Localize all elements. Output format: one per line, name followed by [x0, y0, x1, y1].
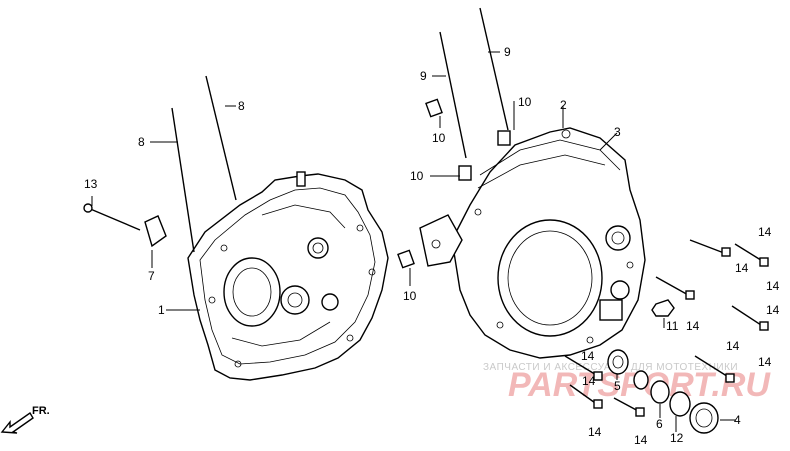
front-direction-indicator: FR. — [0, 405, 50, 434]
callout-14-c: 14 — [766, 279, 780, 293]
callout-14-i: 14 — [582, 374, 596, 388]
callout-14-k: 14 — [634, 433, 648, 447]
callout-labels: 1 2 3 4 5 6 7 8 8 9 9 10 10 10 11 12 13 … — [84, 45, 780, 447]
nut-11 — [651, 299, 675, 317]
dowel-pins — [397, 98, 511, 269]
stud-8-right — [205, 75, 237, 201]
callout-11: 11 — [666, 319, 679, 333]
callout-8-left: 8 — [138, 135, 145, 149]
callout-14-b: 14 — [735, 261, 749, 275]
callout-14-g: 14 — [758, 355, 772, 369]
stud-9-left — [439, 31, 467, 159]
callout-1: 1 — [158, 303, 165, 317]
dowel-pin-b — [497, 130, 511, 146]
callout-10-mid: 10 — [432, 131, 446, 145]
callout-14-e: 14 — [766, 303, 780, 317]
filter-assembly — [607, 299, 719, 434]
callout-9-left: 9 — [420, 69, 427, 83]
callout-14-d: 14 — [686, 319, 700, 333]
fr-label: FR. — [32, 405, 50, 417]
filter-screen-5 — [607, 349, 629, 375]
dowel-pin-a — [425, 98, 443, 118]
callout-14-a: 14 — [758, 225, 772, 239]
flange-bolts — [564, 239, 769, 417]
callout-7: 7 — [148, 269, 155, 283]
callout-14-f: 14 — [726, 339, 740, 353]
callout-14-j: 14 — [588, 425, 602, 439]
callout-3: 3 — [614, 125, 621, 139]
stud-bolts — [171, 7, 509, 253]
stud-8-left — [171, 107, 195, 253]
callout-5: 5 — [614, 379, 621, 393]
dowel-pin-d — [397, 249, 415, 269]
callout-2: 2 — [560, 98, 567, 112]
callout-10-top: 10 — [518, 95, 532, 109]
leader-lines — [91, 51, 736, 432]
stud-9-right — [479, 7, 509, 131]
callout-10-lower: 10 — [410, 169, 424, 183]
callout-14-h: 14 — [581, 349, 595, 363]
left-crankcase-half — [187, 171, 389, 381]
callout-6: 6 — [656, 417, 663, 431]
fr-arrow-icon — [0, 411, 34, 434]
callout-4: 4 — [734, 413, 741, 427]
dowel-pin-c — [458, 165, 472, 181]
o-ring-12 — [669, 391, 691, 417]
callout-12: 12 — [670, 431, 684, 445]
o-ring-6 — [650, 380, 670, 404]
callout-9-right: 9 — [504, 45, 511, 59]
bolt-13 — [87, 207, 141, 231]
right-crankcase-half — [419, 127, 646, 359]
callout-8-right: 8 — [238, 99, 245, 113]
cap-4 — [689, 402, 719, 434]
bolt-and-clamp — [83, 203, 167, 248]
callout-13: 13 — [84, 177, 98, 191]
clamp-7 — [144, 215, 167, 248]
callout-10-left: 10 — [403, 289, 417, 303]
